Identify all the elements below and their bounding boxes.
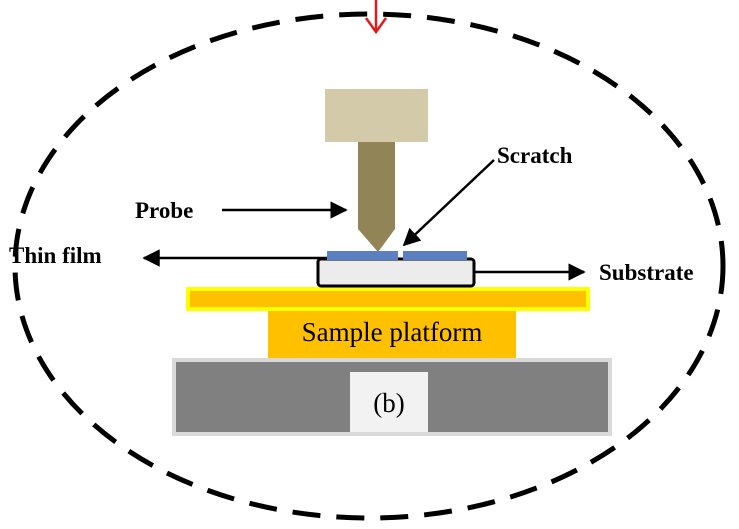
probe-shaft	[358, 142, 395, 252]
thin-film-right	[403, 251, 467, 260]
pointer-arrow-icon	[364, 0, 388, 35]
panel-label: (b)	[373, 388, 404, 418]
substrate-label: Substrate	[599, 260, 694, 285]
probe-head	[325, 89, 428, 142]
sample-platform-label: Sample platform	[302, 317, 483, 347]
probe-label: Probe	[135, 198, 193, 223]
scratch-label: Scratch	[497, 143, 573, 168]
scratch-arrow	[402, 159, 495, 247]
sample-platform-top	[186, 287, 590, 311]
thin-film-label: Thin film	[9, 243, 102, 268]
thin-film-left	[327, 251, 398, 260]
dashed-boundary-ellipse	[12, 11, 726, 521]
substrate	[316, 257, 476, 288]
panel-label-box	[350, 372, 428, 432]
